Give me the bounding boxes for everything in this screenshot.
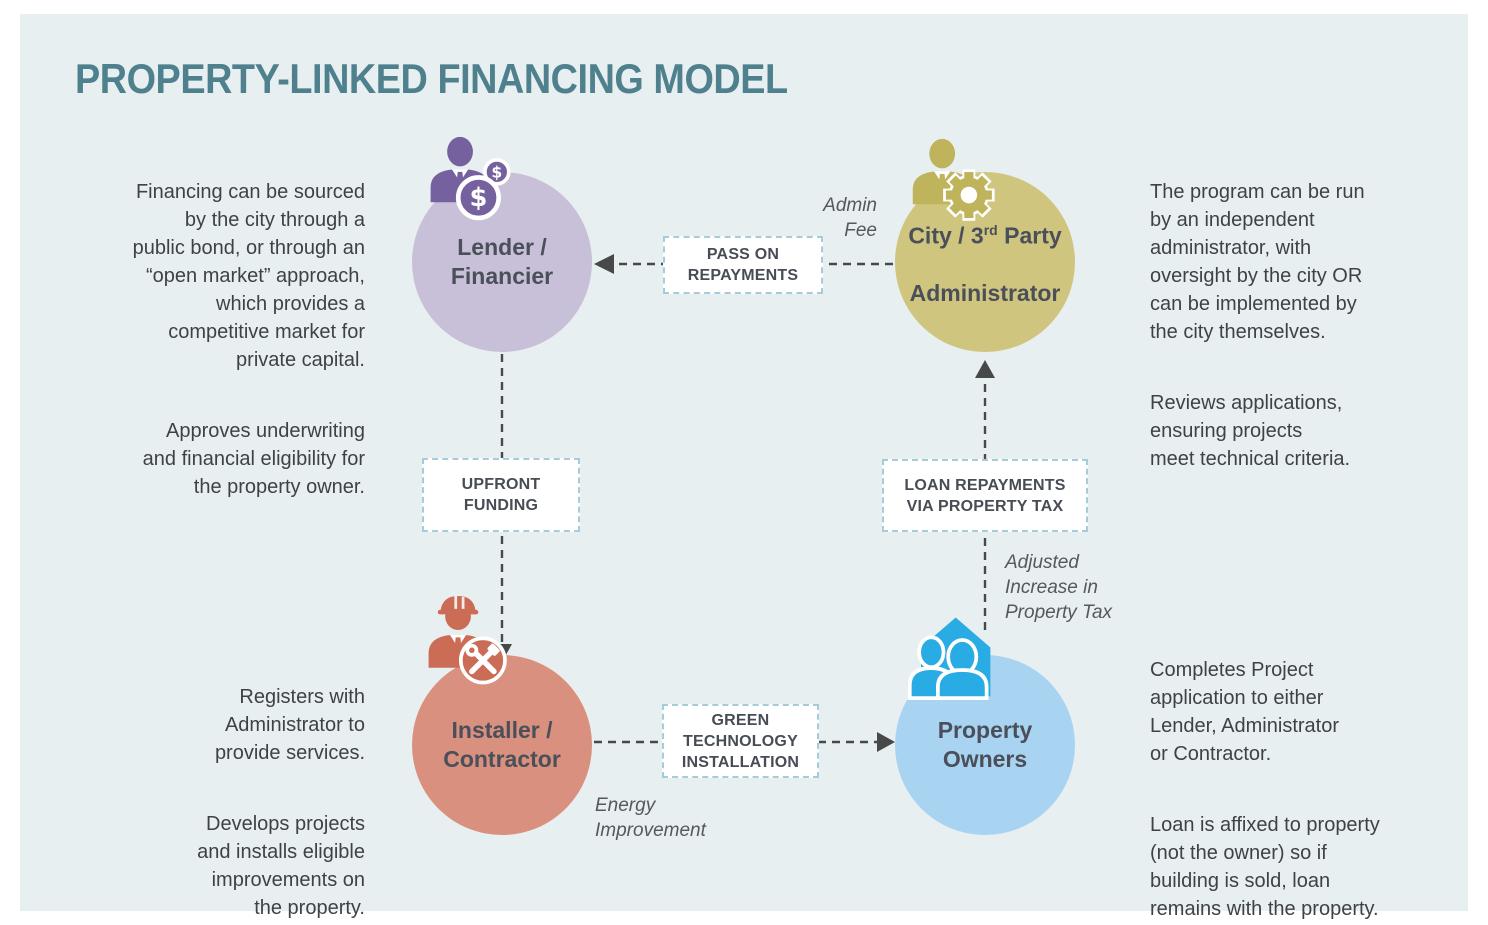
owners-description-p2: Loan is affixed to property (not the own…: [1150, 814, 1380, 920]
energy-improvement-annotation: Energy Improvement: [595, 795, 706, 841]
owners-node-label: Property Owners: [937, 717, 1033, 772]
installer-node-label: Installer / Contractor: [443, 717, 561, 772]
admin-fee-annotation: Admin Fee: [823, 195, 877, 241]
svg-text:$: $: [491, 162, 502, 181]
green-technology-box: GREEN TECHNOLOGY INSTALLATION: [662, 704, 819, 778]
lender-description-p2: Approves underwriting and financial elig…: [142, 420, 365, 498]
businessman-money-icon: $ $: [430, 136, 511, 221]
pass-on-repayments-box: PASS ON REPAYMENTS: [663, 236, 823, 294]
owners-description-p1: Completes Project application to either …: [1150, 659, 1339, 765]
house-people-icon: [907, 617, 991, 700]
administrator-description-p1: The program can be run by an independent…: [1150, 181, 1365, 343]
page-title: PROPERTY-LINKED FINANCING MODEL: [75, 55, 788, 102]
contractor-tools-icon: [428, 596, 507, 685]
owners-description: Completes Project application to either …: [1150, 628, 1435, 925]
lender-description: Financing can be sourced by the city thr…: [72, 150, 365, 544]
installer-description-p2: Develops projects and installs eligible …: [197, 813, 365, 919]
person-gear-icon: [912, 138, 995, 221]
administrator-description-p2: Reviews applications, ensuring projects …: [1150, 392, 1351, 470]
installer-description: Registers with Administrator to provide …: [100, 655, 365, 925]
administrator-node-label-line2: Administrator: [909, 280, 1061, 307]
installer-description-p1: Registers with Administrator to provide …: [214, 686, 365, 764]
administrator-node-label-line1: City / 3rd Party: [908, 221, 1062, 249]
administrator-node-label: City / 3rd Party Administrator: [908, 187, 1061, 338]
adjusted-property-tax-annotation: Adjusted Increase in Property Tax: [1005, 552, 1113, 623]
administrator-description: The program can be run by an independent…: [1150, 150, 1420, 516]
upfront-funding-box: UPFRONT FUNDING: [422, 458, 580, 532]
svg-text:$: $: [469, 183, 487, 213]
loan-repayments-box: LOAN REPAYMENTS VIA PROPERTY TAX: [882, 459, 1088, 532]
lender-node-label: Lender / Financier: [450, 234, 554, 289]
installer-node: Installer / Contractor: [412, 655, 592, 835]
lender-description-p1: Financing can be sourced by the city thr…: [132, 181, 365, 371]
